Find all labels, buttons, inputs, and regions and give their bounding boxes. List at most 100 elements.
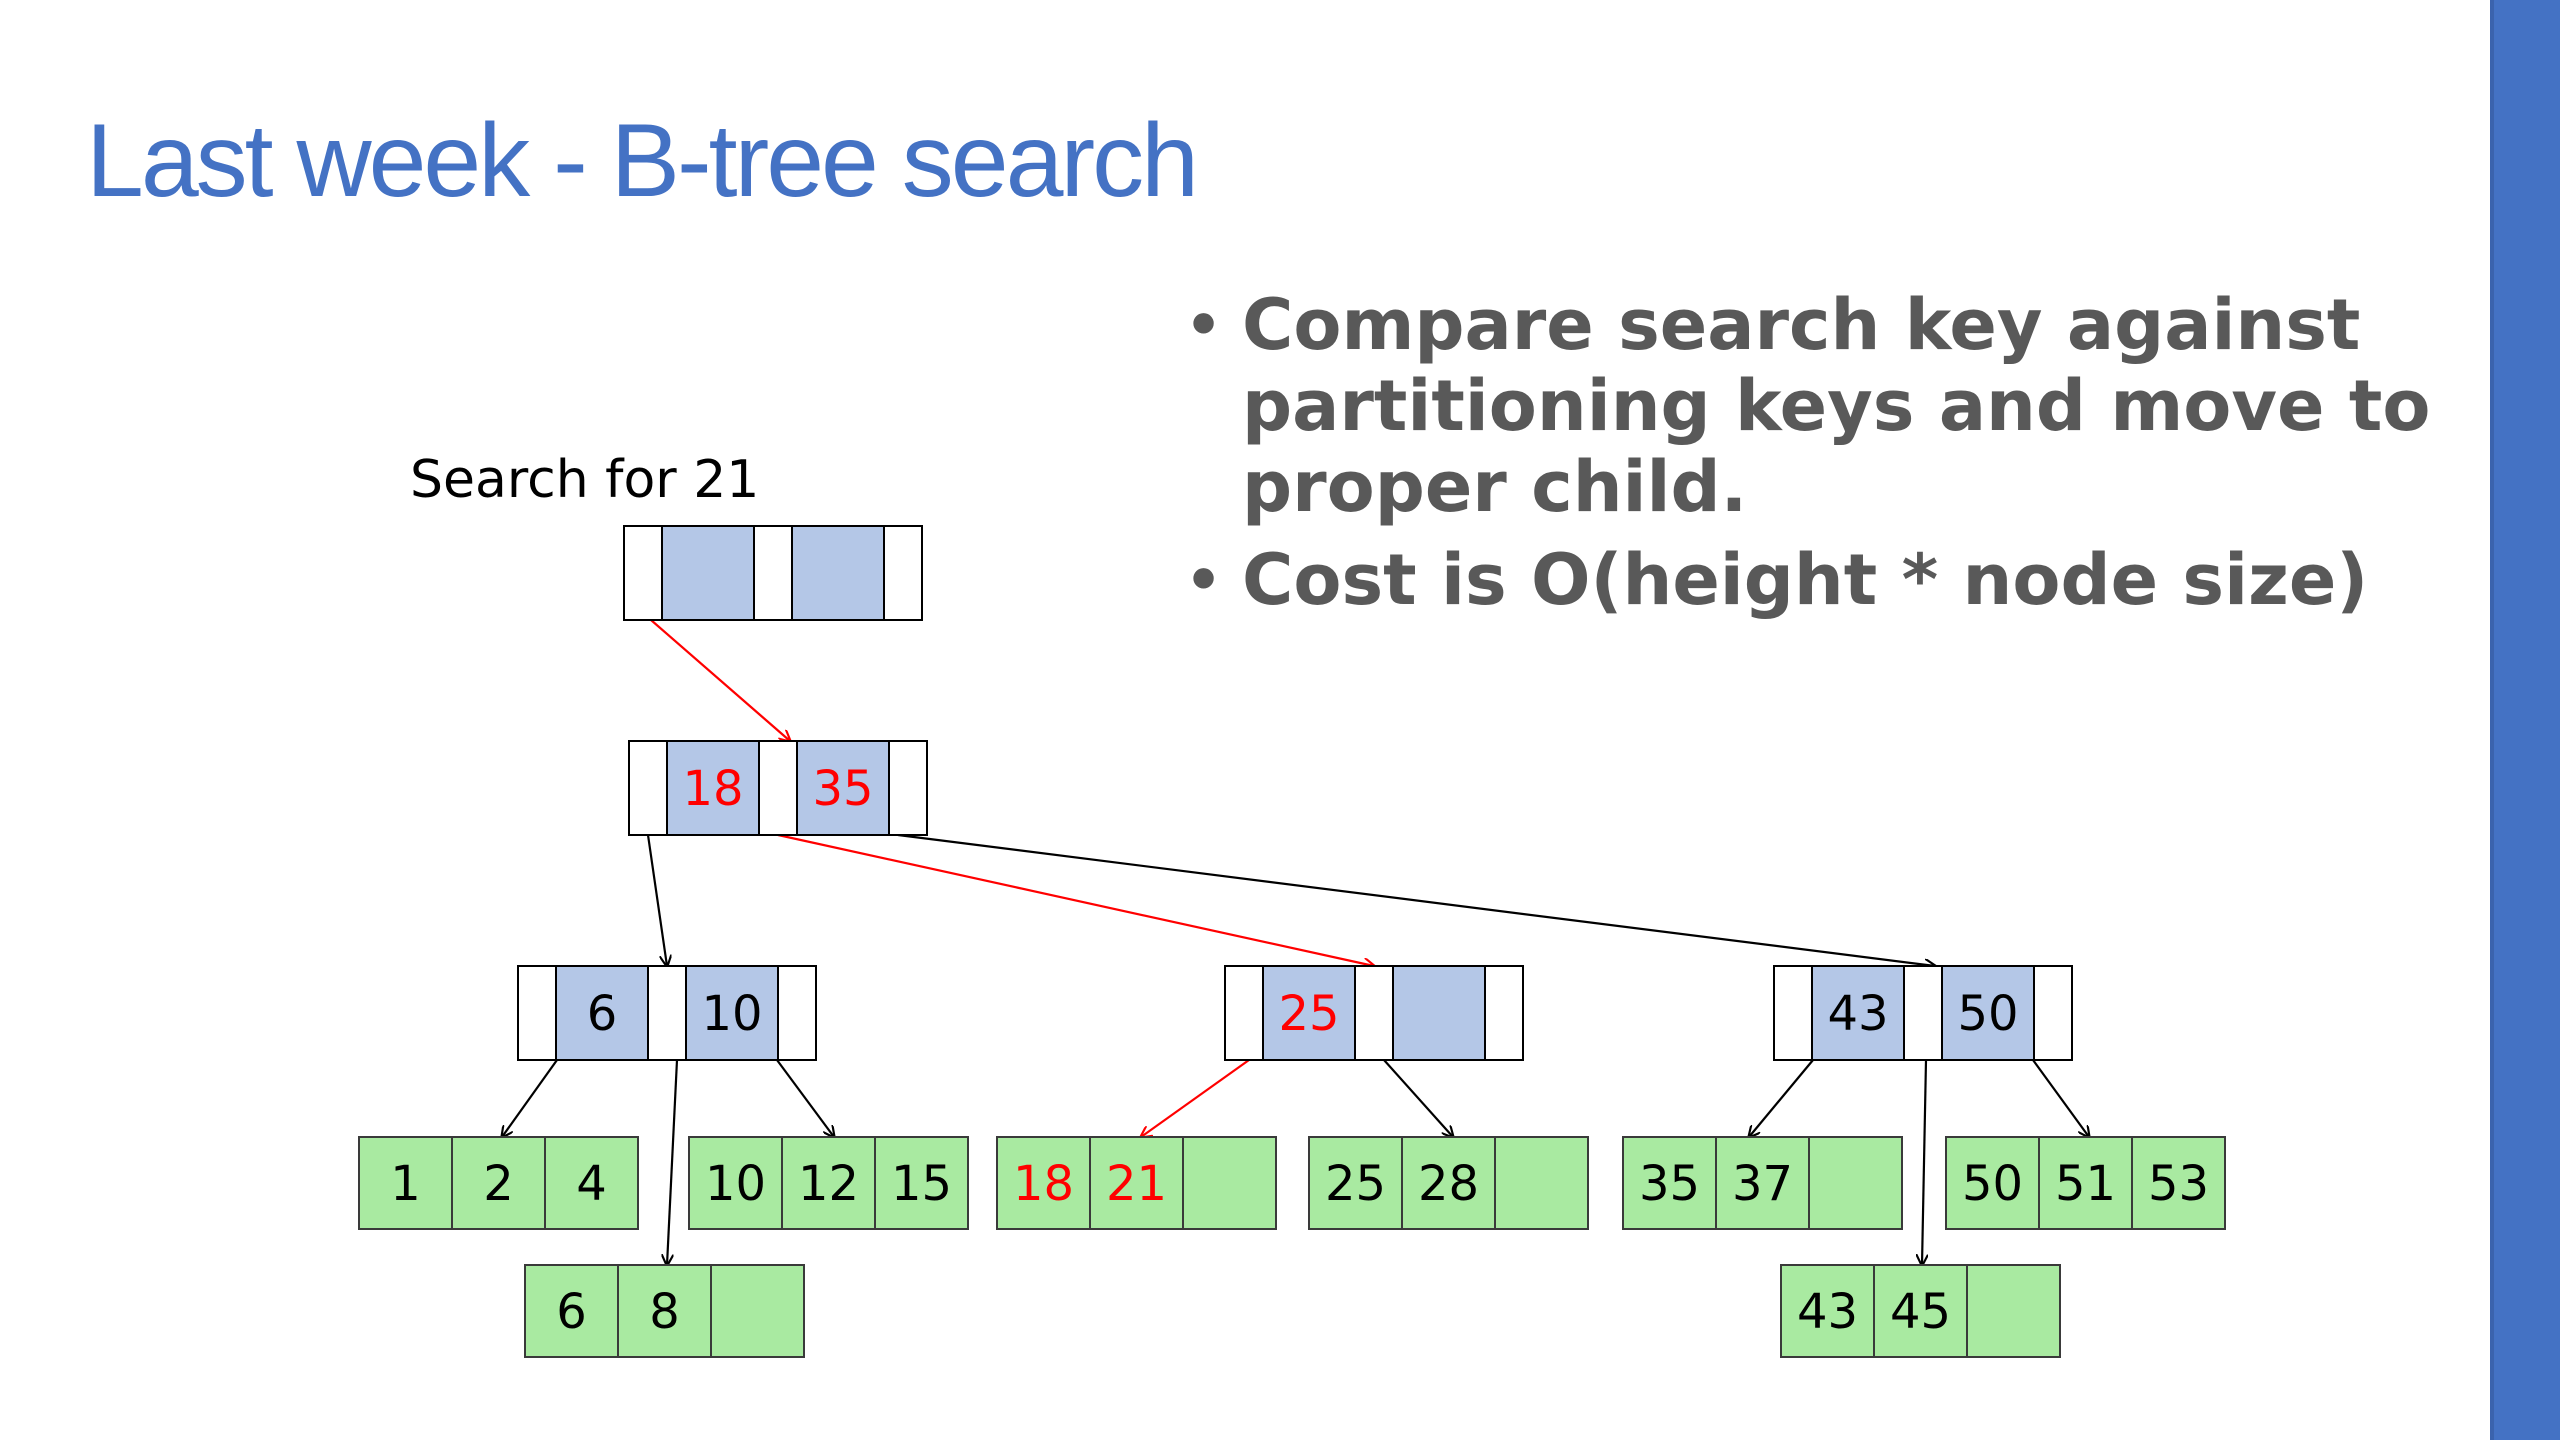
root-node — [623, 525, 923, 621]
pointer-cell — [1224, 965, 1264, 1061]
leaf-key-label: 28 — [1418, 1156, 1479, 1212]
tree-edges — [502, 619, 2089, 1265]
pointer-cell — [2033, 965, 2073, 1061]
bullet-text: Cost is O(height * node size) — [1242, 539, 2369, 621]
leaf-cell — [1966, 1264, 2061, 1358]
leaf-cell — [2131, 1136, 2226, 1230]
leaf-cell — [710, 1264, 805, 1358]
pointer-cell — [647, 965, 687, 1061]
slide-title: Last week - B-tree search — [86, 103, 1199, 219]
key-cell — [1941, 965, 2035, 1061]
child-pointer-arrow — [776, 1059, 834, 1137]
leaf-node: 43 45 — [1780, 1264, 2061, 1358]
child-pointer-arrow — [646, 834, 667, 966]
child-pointer-arrow — [502, 1059, 558, 1137]
key-cell — [555, 965, 649, 1061]
key-label: 50 — [1957, 986, 2018, 1042]
bullet-item: • Cost is O(height * node size) — [1185, 540, 2485, 621]
pointer-cell — [1903, 965, 1943, 1061]
level2-node: 25 — [1224, 965, 1524, 1061]
bullet-text: Compare search key against partitioning … — [1242, 284, 2431, 528]
leaf-cell — [1494, 1136, 1589, 1230]
leaf-cell — [874, 1136, 969, 1230]
leaf-key-label: 10 — [705, 1156, 766, 1212]
leaf-key-label: 21 — [1106, 1156, 1167, 1212]
leaf-key-label: 51 — [2055, 1156, 2116, 1212]
leaf-node: 10 12 15 — [688, 1136, 969, 1230]
leaf-cell — [688, 1136, 783, 1230]
search-label: Search for 21 — [410, 450, 759, 510]
bullet-list: • Compare search key against partitionin… — [1185, 285, 2485, 633]
key-label: 6 — [587, 986, 618, 1042]
leaf-cell — [1780, 1264, 1875, 1358]
pointer-cell — [753, 525, 793, 621]
key-cell — [791, 525, 885, 621]
pointer-cell — [888, 740, 928, 836]
pointer-cell — [1484, 965, 1524, 1061]
leaf-key-label: 6 — [556, 1284, 587, 1340]
pointer-cell — [777, 965, 817, 1061]
key-cell — [1392, 965, 1486, 1061]
child-pointer-arrow — [667, 1059, 679, 1265]
leaf-key-label: 1 — [390, 1156, 421, 1212]
bullet-dot: • — [1185, 291, 1223, 359]
pointer-cell — [1773, 965, 1813, 1061]
leaf-key-label: 35 — [1639, 1156, 1700, 1212]
leaf-cell — [1308, 1136, 1403, 1230]
leaf-cell — [996, 1136, 1091, 1230]
leaf-cell — [1808, 1136, 1903, 1230]
key-label: 18 — [682, 761, 743, 817]
leaf-cell — [1182, 1136, 1277, 1230]
leaf-cell — [1089, 1136, 1184, 1230]
leaf-key-label: 18 — [1013, 1156, 1074, 1212]
leaf-cell — [1945, 1136, 2040, 1230]
level2-node: 43 50 — [1773, 965, 2073, 1061]
leaf-key-label: 8 — [649, 1284, 680, 1340]
leaf-key-label: 50 — [1962, 1156, 2023, 1212]
child-pointer-arrow — [897, 833, 1935, 966]
leaf-key-label: 4 — [576, 1156, 607, 1212]
child-pointer-arrow — [1749, 1059, 1814, 1137]
key-label: 43 — [1827, 986, 1888, 1042]
leaf-key-label: 43 — [1797, 1284, 1858, 1340]
leaf-node: 50 51 53 — [1945, 1136, 2226, 1230]
search-path-arrow — [650, 619, 790, 741]
leaf-cell — [1873, 1264, 1968, 1358]
bullet-dot: • — [1185, 546, 1223, 614]
pointer-cell — [517, 965, 557, 1061]
key-cell — [661, 525, 755, 621]
leaf-node: 35 37 — [1622, 1136, 1903, 1230]
key-label: 35 — [812, 761, 873, 817]
accent-bar — [2490, 0, 2560, 1440]
bullet-item: • Compare search key against partitionin… — [1185, 285, 2485, 528]
leaf-cell — [451, 1136, 546, 1230]
search-path-arrow — [1141, 1059, 1250, 1137]
leaf-cell — [524, 1264, 619, 1358]
key-cell — [1262, 965, 1356, 1061]
leaf-cell — [781, 1136, 876, 1230]
leaf-cell — [1622, 1136, 1717, 1230]
leaf-key-label: 53 — [2148, 1156, 2209, 1212]
key-label: 25 — [1278, 986, 1339, 1042]
leaf-key-label: 15 — [891, 1156, 952, 1212]
leaf-node: 1 2 4 — [358, 1136, 639, 1230]
pointer-cell — [623, 525, 663, 621]
leaf-cell — [358, 1136, 453, 1230]
pointer-cell — [883, 525, 923, 621]
pointer-cell — [758, 740, 798, 836]
leaf-key-label: 45 — [1890, 1284, 1951, 1340]
leaf-key-label: 37 — [1732, 1156, 1793, 1212]
leaf-key-label: 2 — [483, 1156, 514, 1212]
child-pointer-arrow — [2032, 1059, 2089, 1137]
child-pointer-arrow — [1383, 1059, 1453, 1137]
leaf-cell — [1401, 1136, 1496, 1230]
leaf-key-label: 12 — [798, 1156, 859, 1212]
